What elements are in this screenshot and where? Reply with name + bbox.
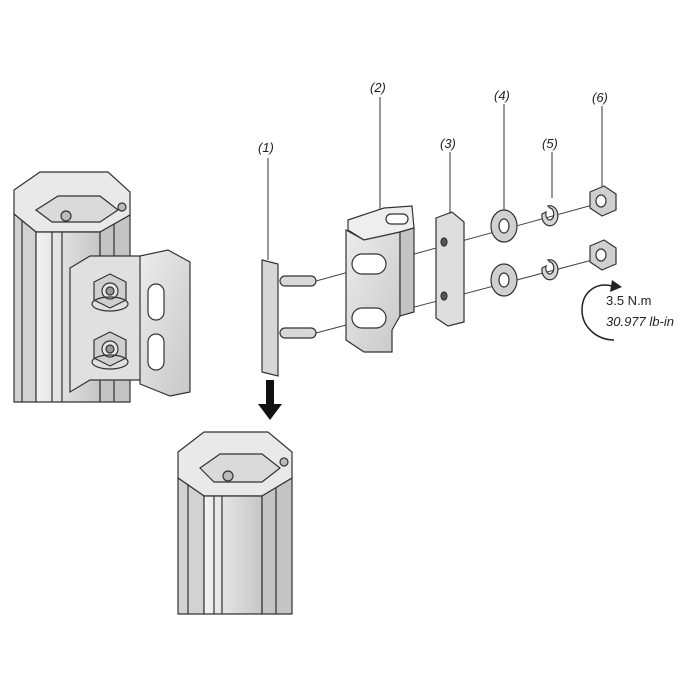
- part-4-washers: [490, 209, 518, 297]
- part-label-2: (2): [370, 80, 386, 95]
- hex-nut-icon: [589, 185, 617, 217]
- left-column-assembled: [13, 171, 191, 403]
- hex-nut-icon: [589, 239, 617, 271]
- nut-icon: [91, 331, 129, 370]
- torque-indicator: 3.5 N.m 30.977 lb-in: [581, 280, 674, 341]
- part-3-plate: [435, 211, 465, 327]
- screw-head-icon: [222, 470, 234, 482]
- lock-washer-icon: [541, 259, 559, 281]
- torque-metric: 3.5 N.m: [606, 293, 652, 308]
- part-label-5: (5): [542, 136, 558, 151]
- lock-washer-icon: [541, 205, 559, 227]
- nut-icon: [91, 273, 129, 312]
- part-5-lock-washers: [541, 205, 559, 281]
- leader-lines: [267, 97, 603, 260]
- part-2-bracket: [345, 205, 415, 353]
- part-6-nuts: [589, 185, 617, 271]
- part-1-plate: [261, 259, 317, 377]
- rotation-arrow-icon: [581, 284, 615, 341]
- down-arrow-icon: [258, 380, 282, 420]
- washer-icon: [490, 263, 518, 297]
- torque-imperial: 30.977 lb-in: [606, 314, 674, 329]
- part-label-1: (1): [258, 140, 274, 155]
- part-label-6: (6): [592, 90, 608, 105]
- part-label-3: (3): [440, 136, 456, 151]
- screw-head-icon: [60, 210, 72, 222]
- part-label-4: (4): [494, 88, 510, 103]
- washer-icon: [490, 209, 518, 243]
- bottom-column: [177, 431, 293, 615]
